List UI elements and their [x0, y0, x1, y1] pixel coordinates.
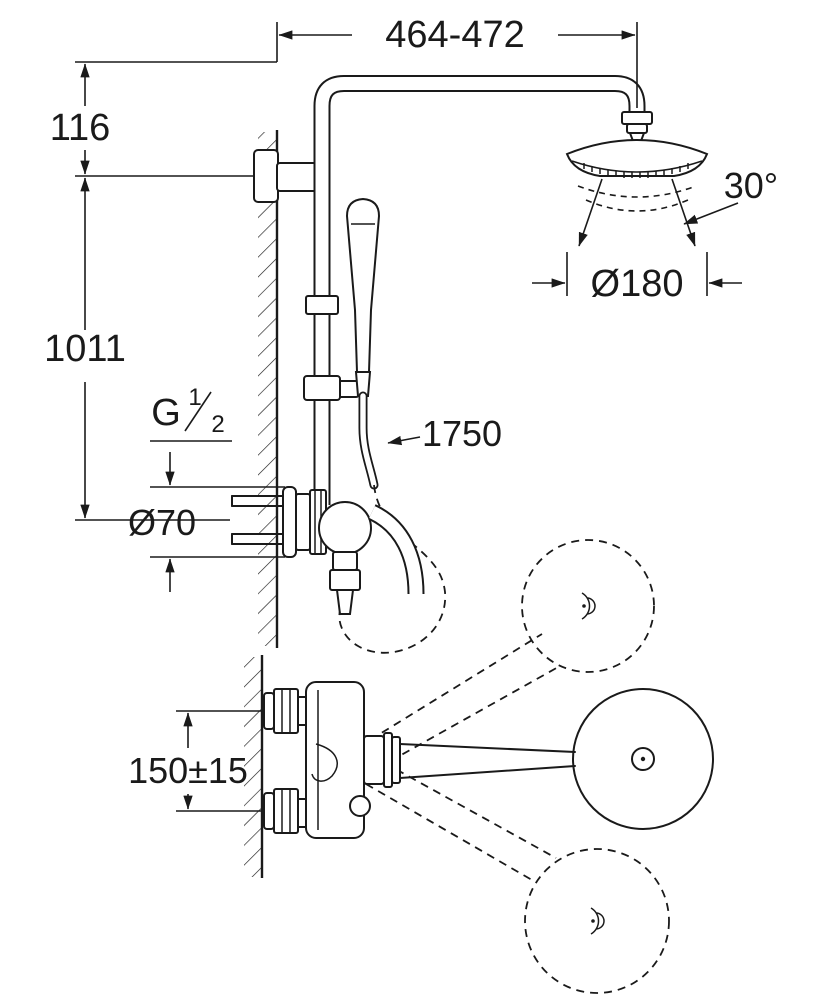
swivel-position-bottom	[365, 755, 670, 994]
valve-nut-bottom	[273, 788, 299, 834]
wall-escutcheon	[282, 486, 297, 558]
mixer-front-view	[282, 486, 425, 615]
head-shower	[565, 111, 709, 247]
riser-pipe	[305, 75, 646, 505]
spray-arc-outer	[577, 185, 697, 198]
wall-section-upper	[258, 130, 279, 648]
spray-arc-inner	[585, 199, 689, 212]
supply-pipes	[231, 495, 284, 545]
dimension-valve-spacing: 150±15	[128, 710, 262, 812]
dim-label-180: Ø180	[591, 263, 684, 305]
dim-label-1011: 1011	[44, 328, 126, 370]
thread-denominator: 2	[211, 411, 224, 438]
dim-label-1750: 1750	[422, 413, 502, 454]
diverter-nut	[329, 569, 361, 591]
spray-nozzles	[583, 163, 689, 178]
spray-cone-left	[578, 178, 603, 247]
dimension-height-1011: 1011	[44, 177, 230, 521]
thread-letter: G	[151, 392, 181, 434]
dim-label-116: 116	[50, 107, 111, 149]
dim-label-150: 150±15	[128, 750, 248, 791]
dim-label-top-width: 464-472	[385, 14, 524, 56]
wall-section-lower	[244, 655, 264, 878]
dimension-top-width: 464-472	[276, 14, 638, 108]
dimension-offset-116: 116	[50, 61, 277, 177]
swivel-position-top	[369, 539, 655, 769]
thread-label-g-half: G 1 2	[150, 384, 232, 442]
swivel-circle-bottom	[524, 848, 670, 994]
thread-numerator: 1	[188, 384, 201, 411]
mixer-body	[318, 501, 372, 555]
dimension-spray-angle: 30°	[683, 165, 778, 225]
swivel-circle-top	[521, 539, 655, 673]
hand-shower-holder	[303, 375, 360, 401]
diverter-knob-plan	[349, 795, 371, 817]
shower-arm-plan	[399, 688, 714, 830]
dim-label-70: Ø70	[128, 502, 196, 543]
shower-arm-nut	[621, 111, 653, 125]
hose-fitting	[354, 371, 372, 397]
spray-cone-right	[671, 178, 696, 247]
hand-shower	[338, 197, 446, 654]
dimension-head-180: Ø180	[532, 252, 742, 305]
pipe-union-nut	[305, 295, 339, 315]
hose-outlet	[335, 589, 355, 615]
dim-label-30deg: 30°	[724, 165, 778, 206]
riser-wall-bracket	[253, 149, 318, 203]
mixer-plan-view	[263, 681, 401, 839]
dimension-escutcheon-70: Ø70	[128, 452, 285, 592]
dimension-hose-1750: 1750	[387, 413, 502, 454]
valve-nut-top	[273, 688, 299, 734]
